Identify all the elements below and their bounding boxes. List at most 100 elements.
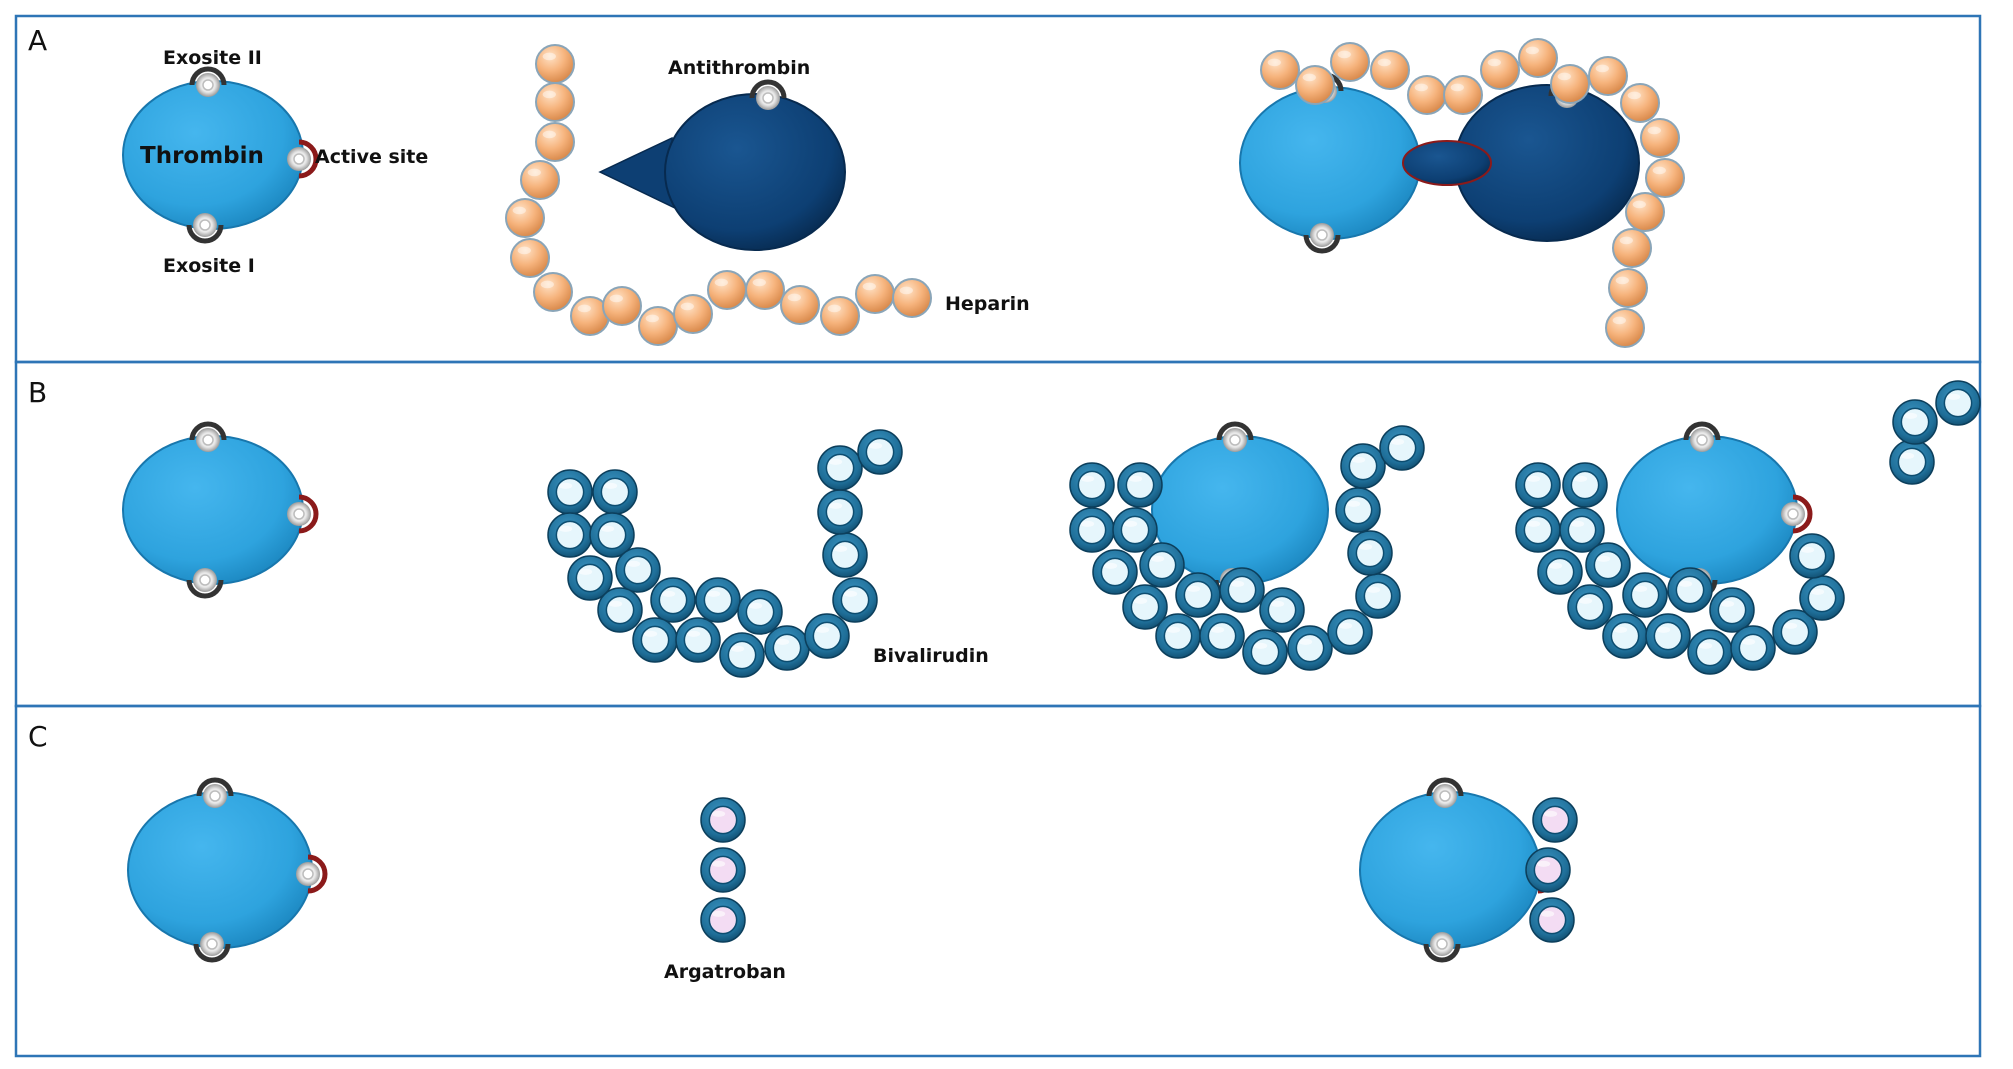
bivalirudin-residue bbox=[804, 613, 850, 659]
bivalirudin-residue bbox=[1287, 625, 1333, 671]
bivalirudin-residue bbox=[1799, 575, 1845, 621]
argatroban-residue bbox=[1525, 847, 1571, 893]
bivalirudin-residue bbox=[1155, 613, 1201, 659]
thrombin-body bbox=[1239, 86, 1421, 240]
bivalirudin-residue bbox=[764, 625, 810, 671]
heparin-bead bbox=[1620, 83, 1660, 123]
exosite-2-pocket bbox=[1683, 421, 1721, 452]
bivalirudin-residue bbox=[1730, 625, 1776, 671]
label-active-site: Active site bbox=[315, 146, 428, 168]
bivalirudin-residue bbox=[592, 469, 638, 515]
heparin-bead bbox=[1518, 38, 1558, 78]
exosite-2-pocket bbox=[1216, 421, 1254, 452]
panel-letter-a: A bbox=[28, 24, 47, 57]
bivalirudin-residue bbox=[1687, 629, 1733, 675]
heparin-bead bbox=[1608, 268, 1648, 308]
bivalirudin-residue bbox=[695, 577, 741, 623]
bivalirudin-residue bbox=[1515, 507, 1561, 553]
heparin-bead bbox=[505, 198, 545, 238]
argatroban-residue bbox=[700, 897, 746, 943]
heparin-bead bbox=[535, 82, 575, 122]
bivalirudin-residue bbox=[1355, 573, 1401, 619]
bivalirudin-residue bbox=[1789, 533, 1835, 579]
heparin-bead bbox=[1605, 308, 1645, 348]
label-exosite-1: Exosite I bbox=[163, 255, 255, 277]
heparin-bead bbox=[673, 294, 713, 334]
heparin-bead bbox=[780, 285, 820, 325]
bivalirudin-residue bbox=[1537, 549, 1583, 595]
exosite-2-pocket bbox=[189, 66, 227, 97]
bivalirudin-residue bbox=[1175, 572, 1221, 618]
active-site-pocket bbox=[296, 854, 328, 894]
bivalirudin-residue bbox=[547, 512, 593, 558]
bivalirudin-residue bbox=[1112, 507, 1158, 553]
bivalirudin-residue bbox=[1242, 629, 1288, 675]
thrombin-body bbox=[122, 435, 304, 585]
bivalirudin-residue bbox=[1092, 549, 1138, 595]
heparin-bead bbox=[1260, 50, 1300, 90]
bivalirudin-residue bbox=[1889, 439, 1935, 485]
label-heparin: Heparin bbox=[945, 293, 1030, 315]
heparin-bead bbox=[1407, 75, 1447, 115]
thrombin-body bbox=[1359, 791, 1541, 949]
heparin-bead bbox=[1645, 158, 1685, 198]
thrombin-a2 bbox=[1239, 86, 1421, 240]
bivalirudin-residue bbox=[1602, 613, 1648, 659]
bivalirudin-residue bbox=[1379, 425, 1425, 471]
bivalirudin-residue bbox=[737, 589, 783, 635]
exosite-2-pocket bbox=[189, 421, 227, 452]
antithrombin-complex bbox=[1402, 84, 1640, 242]
bivalirudin-residue bbox=[1567, 584, 1613, 630]
label-argatroban: Argatroban bbox=[664, 961, 786, 983]
bivalirudin-residue bbox=[597, 587, 643, 633]
bivalirudin-residue bbox=[832, 577, 878, 623]
bivalirudin-residue bbox=[1069, 507, 1115, 553]
heparin-bead bbox=[745, 270, 785, 310]
bivalirudin-residue bbox=[1892, 399, 1938, 445]
heparin-bead bbox=[820, 296, 860, 336]
heparin-bead bbox=[1612, 228, 1652, 268]
heparin-bead bbox=[520, 160, 560, 200]
argatroban-residue bbox=[700, 847, 746, 893]
exosite-1-pocket bbox=[186, 568, 224, 599]
bivalirudin-residue bbox=[1259, 587, 1305, 633]
exosite-1-pocket bbox=[186, 213, 224, 244]
bivalirudin-residue bbox=[1622, 572, 1668, 618]
active-site-pocket bbox=[1781, 494, 1813, 534]
heparin-bead bbox=[510, 238, 550, 278]
bivalirudin-residue bbox=[1772, 609, 1818, 655]
thrombin-b3 bbox=[1616, 435, 1798, 585]
bivalirudin-residue bbox=[1327, 609, 1373, 655]
bivalirudin-residue bbox=[857, 429, 903, 475]
bivalirudin-residue bbox=[1515, 462, 1561, 508]
heparin-bead bbox=[533, 272, 573, 312]
bivalirudin-residue bbox=[1585, 542, 1631, 588]
active-site-pocket bbox=[287, 494, 319, 534]
argatroban-residue bbox=[700, 797, 746, 843]
bivalirudin-residue bbox=[589, 512, 635, 558]
bivalirudin-residue bbox=[1559, 507, 1605, 553]
heparin-bead bbox=[1480, 50, 1520, 90]
bivalirudin-residue bbox=[1667, 567, 1713, 613]
bivalirudin-residue bbox=[547, 469, 593, 515]
bivalirudin-residue bbox=[1645, 613, 1691, 659]
heparin-bead bbox=[535, 122, 575, 162]
antithrombin-a bbox=[598, 93, 846, 251]
bivalirudin-residue bbox=[1935, 380, 1981, 426]
bivalirudin-residue bbox=[1219, 567, 1265, 613]
label-antithrombin: Antithrombin bbox=[668, 57, 810, 79]
label-bivalirudin: Bivalirudin bbox=[873, 645, 989, 667]
heparin-bead bbox=[602, 286, 642, 326]
bivalirudin-residue bbox=[1122, 584, 1168, 630]
thrombin-c2 bbox=[1359, 791, 1541, 949]
thrombin-body bbox=[127, 791, 313, 949]
heparin-bead bbox=[535, 44, 575, 84]
bivalirudin-residue bbox=[567, 555, 613, 601]
panel-letter-b: B bbox=[28, 376, 47, 409]
panel-letter-c: C bbox=[28, 720, 48, 753]
antithrombin-pocket bbox=[749, 79, 787, 110]
heparin-bead bbox=[638, 306, 678, 346]
heparin-bead bbox=[1588, 56, 1628, 96]
bivalirudin-residue bbox=[1347, 530, 1393, 576]
